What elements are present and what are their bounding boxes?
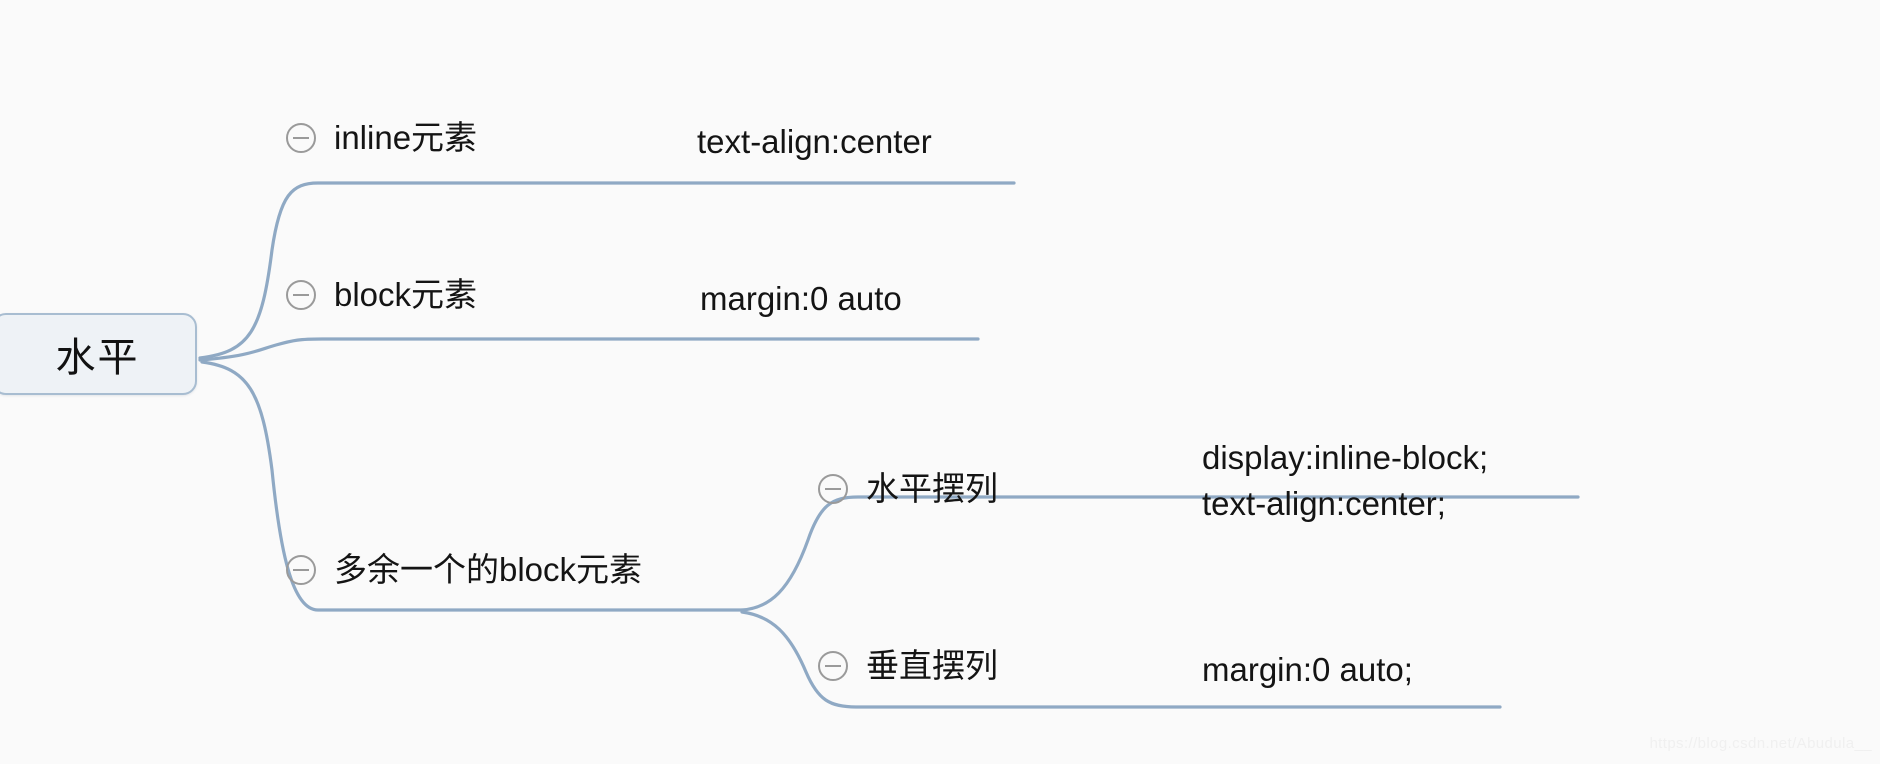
value-horizontal-line-2: text-align:center; xyxy=(1202,484,1446,522)
collapse-icon[interactable] xyxy=(818,651,848,682)
topic-inline-label: inline元素 xyxy=(334,119,478,156)
watermark: https://blog.csdn.net/Abudula__ xyxy=(1649,735,1872,752)
collapse-icon[interactable] xyxy=(286,280,316,311)
topic-multiblock-label: 多余一个的block元素 xyxy=(334,551,643,588)
collapse-icon[interactable] xyxy=(286,555,316,586)
value-inline: text-align:center xyxy=(697,123,932,160)
collapse-icon[interactable] xyxy=(286,123,316,154)
topic-block-label: block元素 xyxy=(334,276,478,313)
collapse-icon[interactable] xyxy=(818,474,848,505)
root-node-label: 水平 xyxy=(55,336,140,380)
root-node[interactable]: 水平 xyxy=(0,313,197,395)
topic-vertical[interactable]: 垂直摆列 xyxy=(818,647,998,684)
link-root-to-block xyxy=(198,337,980,362)
link-root-to-inline xyxy=(198,181,1016,360)
value-horizontal: display:inline-block; text-align:center; xyxy=(1202,435,1488,526)
topic-vertical-label: 垂直摆列 xyxy=(866,647,998,684)
topic-multiblock[interactable]: 多余一个的block元素 xyxy=(286,551,643,588)
topic-horizontal-label: 水平摆列 xyxy=(866,470,998,507)
topic-horizontal[interactable]: 水平摆列 xyxy=(818,470,998,507)
topic-inline[interactable]: inline元素 xyxy=(286,119,478,156)
value-vertical: margin:0 auto; xyxy=(1202,651,1413,688)
value-block: margin:0 auto xyxy=(700,280,902,317)
value-horizontal-line-1: display:inline-block; xyxy=(1202,439,1489,476)
topic-block[interactable]: block元素 xyxy=(286,276,478,313)
